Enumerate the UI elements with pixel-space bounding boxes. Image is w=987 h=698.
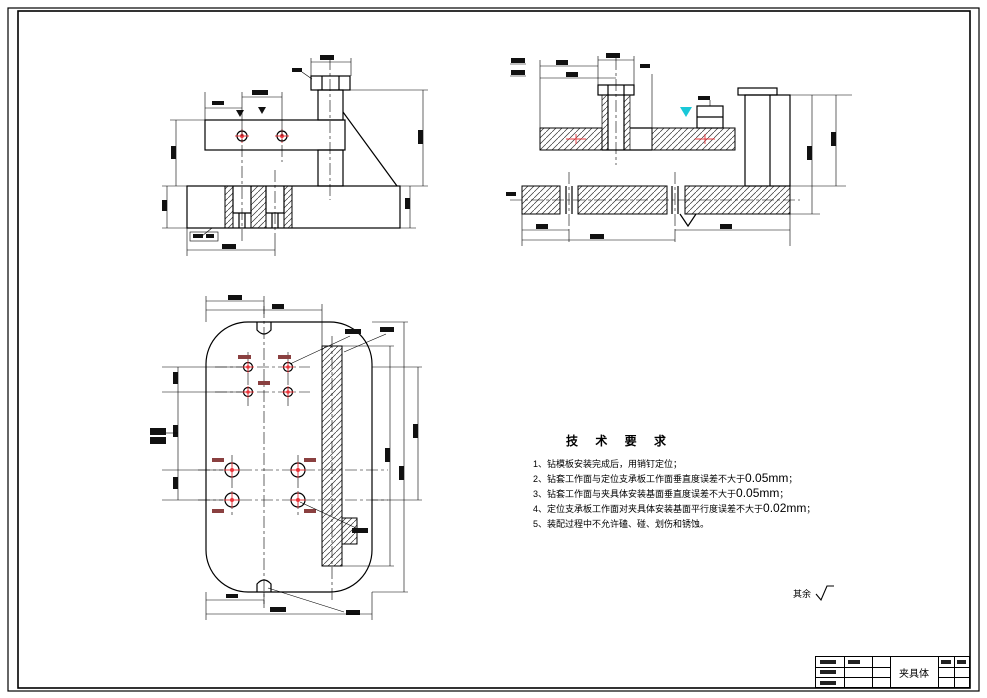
front-view-dimensions: [162, 55, 428, 256]
lower-hole-group: [212, 458, 316, 513]
plan-view-dimensions: [150, 295, 422, 620]
side-view-dimensions: [506, 53, 852, 246]
title-block-text-mark: [820, 660, 836, 664]
title-block-text-mark: [941, 660, 951, 664]
tech-requirement-item: 4、定位支承板工作面对夹具体安装基面平行度误差不大于0.02mm；: [533, 501, 816, 515]
drawing-frame: [7, 7, 980, 692]
title-block-text-mark: [820, 681, 836, 685]
v-notch: [679, 213, 697, 228]
title-block-line: [816, 677, 890, 678]
front-view: [162, 55, 428, 256]
title-block-text-mark: [848, 660, 860, 664]
plan-view-leaders: [267, 327, 394, 615]
title-block-line: [844, 657, 845, 687]
title-block-line: [938, 657, 939, 687]
title-block-line: [938, 667, 969, 668]
plan-view: [150, 295, 422, 620]
section-arrow-icon: [236, 110, 244, 117]
highlight-marker: [680, 107, 692, 117]
title-block-text-mark: [957, 660, 966, 664]
side-view: [506, 53, 852, 246]
tech-requirement-item: 3、钻套工作面与夹具体安装基面垂直度误差不大于0.05mm；: [533, 486, 789, 500]
title-block-line: [954, 657, 955, 687]
title-block-line: [890, 657, 891, 687]
tech-requirements-title: 技 术 要 求: [566, 434, 674, 448]
surface-finish-note: 其余: [793, 583, 835, 603]
title-block: 夹具体: [815, 656, 970, 688]
section-arrow-icon: [258, 107, 266, 114]
surface-finish-icon: [815, 585, 835, 602]
title-block-line: [938, 677, 969, 678]
tech-requirement-item: 5、装配过程中不允许磕、碰、划伤和锈蚀。: [533, 519, 710, 529]
hole-center-markers-side: [566, 134, 715, 144]
part-name-label: 夹具体: [899, 668, 929, 680]
title-block-line: [816, 667, 890, 668]
surface-finish-label: 其余: [793, 589, 812, 599]
tech-requirement-item: 1、钻模板安装完成后，用销钉定位；: [533, 459, 683, 469]
tech-requirements-list: 1、钻模板安装完成后，用销钉定位； 2、钻套工作面与定位支承板工作面垂直度误差不…: [533, 456, 815, 531]
title-block-text-mark: [820, 670, 836, 674]
tech-requirement-item: 2、钻套工作面与定位支承板工作面垂直度误差不大于0.05mm；: [533, 471, 798, 485]
upper-hole-group: [238, 355, 294, 398]
title-block-line: [872, 657, 873, 687]
